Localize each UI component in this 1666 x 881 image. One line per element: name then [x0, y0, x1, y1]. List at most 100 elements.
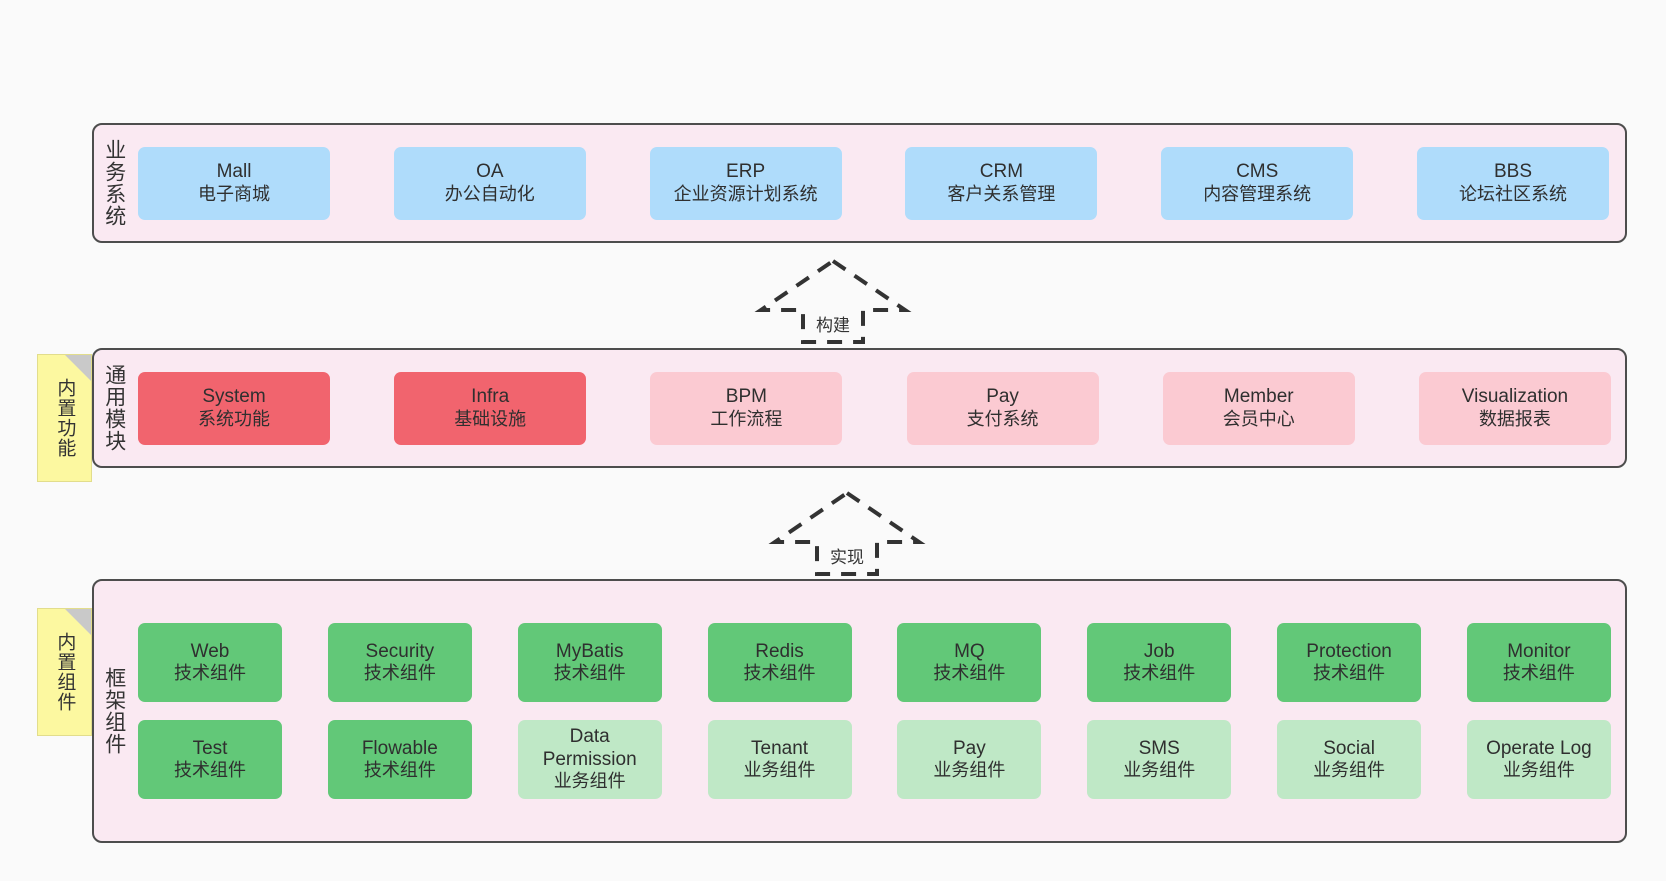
node-pay-component[interactable]: Pay 业务组件 — [897, 720, 1042, 799]
note-builtin-function: 内置功能 — [37, 354, 92, 482]
node-web[interactable]: Web 技术组件 — [138, 623, 282, 702]
node-subtitle: 技术组件 — [174, 760, 246, 781]
node-title: BPM — [725, 386, 767, 408]
node-subtitle: 技术组件 — [1313, 663, 1386, 684]
node-erp[interactable]: ERP 企业资源计划系统 — [649, 146, 842, 220]
node-subtitle: 业务组件 — [1123, 760, 1196, 781]
node-title: Data Permission — [542, 726, 637, 770]
node-security[interactable]: Security 技术组件 — [327, 623, 472, 702]
node-subtitle: 企业资源计划系统 — [673, 183, 818, 204]
node-cms[interactable]: CMS 内容管理系统 — [1161, 146, 1354, 220]
node-system[interactable]: System 系统功能 — [138, 371, 330, 445]
layer-business-system: 业务系统 Mall 电子商城 OA 办公自动化 ERP 企业资源计划系统 CRM… — [92, 123, 1627, 243]
node-data-permission[interactable]: Data Permission 业务组件 — [517, 720, 662, 799]
node-title: Visualization — [1461, 386, 1569, 408]
node-social[interactable]: Social 业务组件 — [1277, 720, 1422, 799]
node-mq[interactable]: MQ 技术组件 — [897, 623, 1042, 702]
node-mall[interactable]: Mall 电子商城 — [138, 146, 330, 220]
node-subtitle: 业务组件 — [553, 771, 626, 792]
node-subtitle: 电子商城 — [198, 183, 270, 204]
node-title: Mall — [216, 161, 252, 183]
layer-label-business: 业务系统 — [102, 139, 126, 227]
node-redis[interactable]: Redis 技术组件 — [707, 623, 852, 702]
node-oa[interactable]: OA 办公自动化 — [393, 146, 586, 220]
node-title: ERP — [726, 161, 766, 183]
node-flowable[interactable]: Flowable 技术组件 — [327, 720, 472, 799]
node-subtitle: 技术组件 — [1123, 663, 1196, 684]
node-infra[interactable]: Infra 基础设施 — [394, 371, 587, 445]
node-member[interactable]: Member 会员中心 — [1162, 371, 1355, 445]
node-subtitle: 技术组件 — [174, 663, 246, 684]
node-title: Pay — [986, 386, 1019, 408]
node-title: OA — [476, 161, 504, 183]
node-subtitle: 基础设施 — [454, 408, 527, 429]
node-title: Social — [1323, 737, 1375, 759]
node-title: CMS — [1236, 161, 1279, 183]
node-subtitle: 数据报表 — [1478, 408, 1551, 429]
layer-label-framework: 框架组件 — [102, 667, 126, 755]
layer-body-business: Mall 电子商城 OA 办公自动化 ERP 企业资源计划系统 CRM 客户关系… — [134, 125, 1625, 241]
node-title: CRM — [979, 161, 1024, 183]
node-sms[interactable]: SMS 业务组件 — [1087, 720, 1232, 799]
node-title: MyBatis — [555, 640, 624, 662]
layer-common-module: 通用模块 System 系统功能 Infra 基础设施 BPM 工作流程 Pay… — [92, 348, 1627, 468]
layer-body-framework: Web 技术组件 Security 技术组件 MyBatis 技术组件 Redi… — [134, 581, 1625, 841]
node-title: Operate Log — [1486, 737, 1592, 759]
node-protection[interactable]: Protection 技术组件 — [1277, 623, 1422, 702]
node-monitor[interactable]: Monitor 技术组件 — [1466, 623, 1611, 702]
node-subtitle: 业务组件 — [743, 760, 816, 781]
connector-implement-arrow: 实现 — [768, 490, 926, 576]
node-title: System — [202, 386, 266, 408]
node-pay[interactable]: Pay 支付系统 — [906, 371, 1099, 445]
node-bpm[interactable]: BPM 工作流程 — [650, 371, 843, 445]
node-subtitle: 内容管理系统 — [1203, 183, 1312, 204]
node-operate-log[interactable]: Operate Log 业务组件 — [1466, 720, 1611, 799]
node-title: Job — [1143, 640, 1175, 662]
node-subtitle: 技术组件 — [363, 663, 436, 684]
node-row: Web 技术组件 Security 技术组件 MyBatis 技术组件 Redi… — [138, 623, 1611, 702]
node-row: System 系统功能 Infra 基础设施 BPM 工作流程 Pay 支付系统… — [138, 371, 1611, 445]
note-text: 内置功能 — [54, 378, 76, 458]
node-title: MQ — [954, 640, 985, 662]
node-subtitle: 系统功能 — [198, 408, 270, 429]
node-crm[interactable]: CRM 客户关系管理 — [905, 146, 1098, 220]
node-title: Monitor — [1507, 640, 1571, 662]
node-test[interactable]: Test 技术组件 — [138, 720, 282, 799]
node-subtitle: 技术组件 — [743, 663, 816, 684]
node-subtitle: 技术组件 — [933, 663, 1006, 684]
node-title: Flowable — [361, 737, 438, 759]
node-title: Security — [365, 640, 435, 662]
node-job[interactable]: Job 技术组件 — [1087, 623, 1232, 702]
node-title: SMS — [1138, 737, 1180, 759]
node-subtitle: 论坛社区系统 — [1458, 183, 1567, 204]
layer-framework-component: 框架组件 Web 技术组件 Security 技术组件 MyBatis 技术组件… — [92, 579, 1627, 843]
node-title: Infra — [471, 386, 510, 408]
node-row: Mall 电子商城 OA 办公自动化 ERP 企业资源计划系统 CRM 客户关系… — [138, 146, 1609, 220]
node-row: Test 技术组件 Flowable 技术组件 Data Permission … — [138, 720, 1611, 799]
node-subtitle: 支付系统 — [966, 408, 1039, 429]
node-subtitle: 技术组件 — [363, 760, 436, 781]
connector-build-arrow: 构建 — [754, 258, 912, 344]
node-title: Tenant — [751, 737, 809, 759]
node-tenant[interactable]: Tenant 业务组件 — [707, 720, 852, 799]
node-visualization[interactable]: Visualization 数据报表 — [1418, 371, 1611, 445]
node-subtitle: 业务组件 — [933, 760, 1006, 781]
node-title: Web — [190, 640, 230, 662]
node-mybatis[interactable]: MyBatis 技术组件 — [517, 623, 662, 702]
node-title: Pay — [953, 737, 986, 759]
node-subtitle: 技术组件 — [1502, 663, 1575, 684]
node-subtitle: 业务组件 — [1313, 760, 1386, 781]
node-subtitle: 会员中心 — [1222, 408, 1295, 429]
node-subtitle: 技术组件 — [553, 663, 626, 684]
node-subtitle: 客户关系管理 — [947, 183, 1056, 204]
node-title: Test — [192, 737, 228, 759]
node-subtitle: 业务组件 — [1502, 760, 1575, 781]
layer-label-common: 通用模块 — [102, 364, 126, 452]
node-bbs[interactable]: BBS 论坛社区系统 — [1416, 146, 1609, 220]
note-builtin-component: 内置组件 — [37, 608, 92, 736]
node-title: BBS — [1493, 161, 1532, 183]
node-subtitle: 工作流程 — [710, 408, 783, 429]
note-text: 内置组件 — [54, 632, 76, 712]
node-title: Redis — [755, 640, 804, 662]
